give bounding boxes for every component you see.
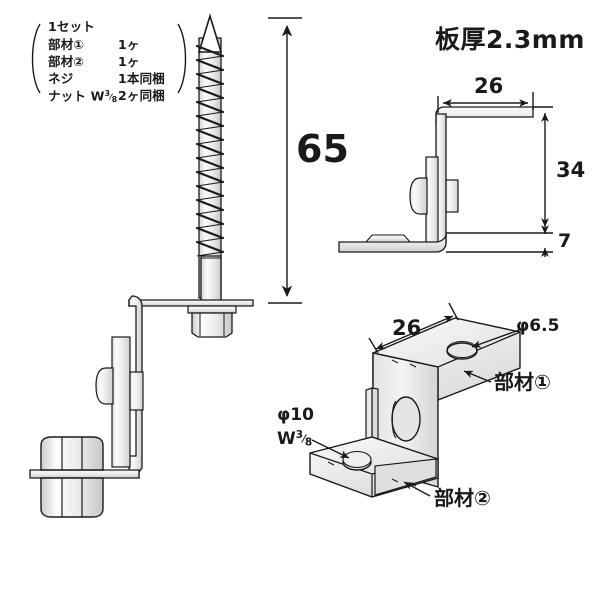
side-elevation-view	[338, 106, 534, 253]
callout-member-1: 部材①	[494, 370, 551, 394]
parts-list-bracket	[31, 23, 187, 94]
parts-list-item-name-0: 部材①	[48, 37, 85, 52]
dimension-value-26-side: 26	[474, 74, 504, 98]
thread-denominator: 8	[304, 436, 313, 449]
nut-thread-numerator: 3	[104, 89, 111, 98]
bracket-top-plate-left-view	[128, 299, 254, 338]
lag-screw-assembly	[195, 13, 225, 303]
parts-list-item-name-3: ナット W3⁄8	[48, 90, 117, 104]
thread-label-prefix: W	[277, 428, 296, 449]
parts-list-item-name-1: 部材②	[48, 54, 85, 69]
callout-hole-6p5: φ6.5	[516, 316, 560, 336]
thread-numerator: 3	[295, 429, 304, 441]
callout-leaders	[311, 329, 520, 497]
isometric-view	[309, 317, 521, 498]
parts-list-item-qty-3: 2ヶ同梱	[118, 88, 165, 103]
nut-label-prefix: ナット W	[48, 88, 105, 104]
bracket-body-left-view	[29, 295, 144, 479]
dimension-34-7	[446, 106, 553, 257]
thread-fraction: 3⁄8	[295, 429, 313, 449]
plate-thickness-note: 板厚2.3mm	[435, 25, 585, 54]
dimension-26-iso	[368, 302, 459, 354]
parts-list-item-name-2: ネジ	[48, 71, 74, 86]
dimension-value-26-iso: 26	[392, 316, 422, 340]
parts-list-item-qty-1: 1ヶ	[118, 54, 140, 69]
parts-list-title: 1セット	[48, 19, 95, 34]
parts-list-item-qty-0: 1ヶ	[118, 37, 140, 52]
callout-thread-w38: W3⁄8	[277, 430, 312, 448]
hex-nut-pair-left-view	[40, 436, 104, 518]
callout-member-2: 部材②	[434, 486, 491, 510]
callout-hole-10: φ10	[277, 405, 314, 425]
nut-thread-denominator: 8	[111, 95, 118, 105]
dimension-value-65: 65	[296, 127, 349, 171]
dimension-value-7: 7	[558, 230, 572, 252]
dimension-65	[268, 17, 302, 304]
parts-list-item-qty-2: 1本同梱	[118, 71, 165, 86]
nut-thread-fraction: 3⁄8	[104, 89, 118, 105]
dimension-value-34: 34	[556, 158, 586, 182]
